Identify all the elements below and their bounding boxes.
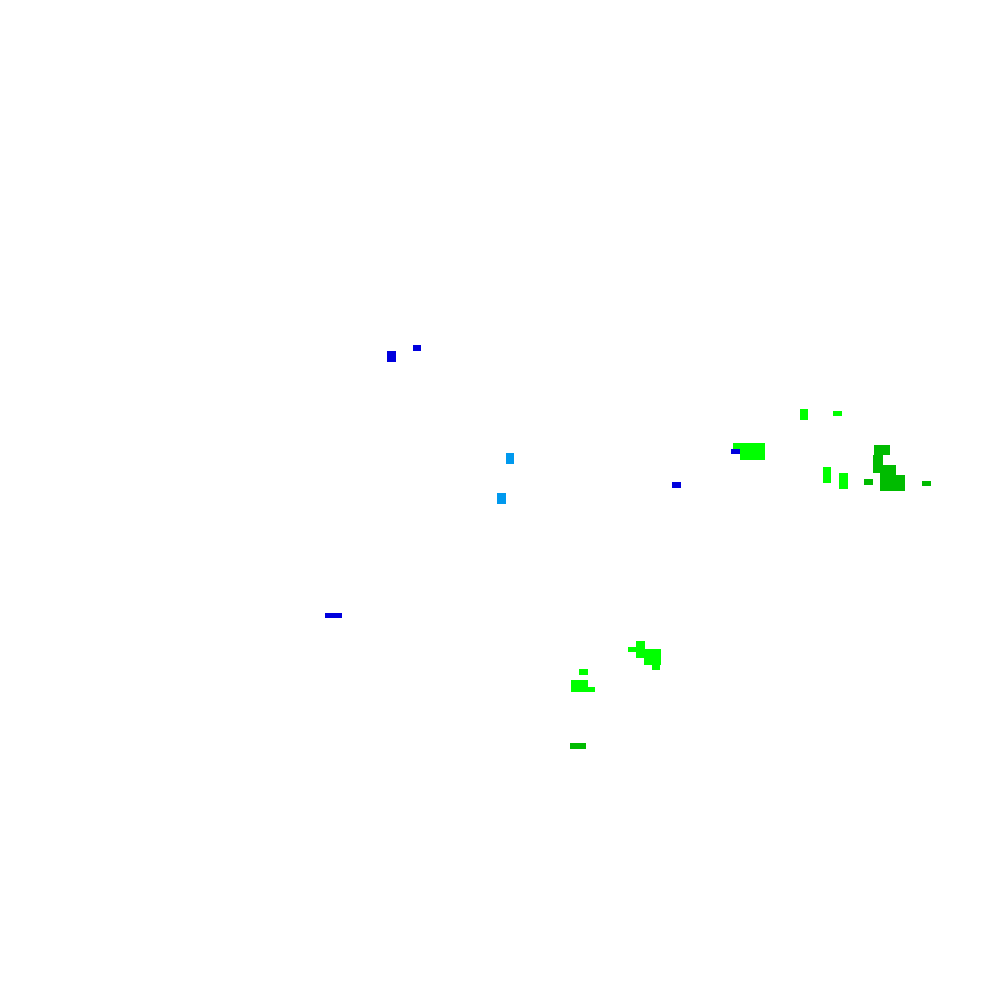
map-cell (636, 649, 661, 658)
central-blue-cell (672, 482, 681, 488)
map-cell (733, 443, 765, 451)
map-cell (880, 475, 905, 483)
map-cell (880, 465, 896, 475)
map-cell (873, 455, 883, 473)
south-green-cells (571, 641, 661, 692)
map-cell (644, 658, 661, 665)
east-green-cells (733, 409, 848, 489)
map-cell (672, 482, 681, 488)
map-cell (880, 483, 905, 491)
map-cell (823, 467, 831, 483)
map-cell (387, 351, 396, 362)
map-cell (325, 613, 342, 618)
east-blue-fleck (731, 449, 740, 454)
map-cell (570, 743, 586, 749)
map-cell (571, 680, 588, 687)
south-dark-green-cell (570, 743, 586, 749)
map-cell (497, 493, 506, 504)
map-cell (922, 481, 931, 486)
map-cell (833, 411, 842, 416)
southwest-blue-cell (325, 613, 342, 618)
map-cell (874, 445, 890, 455)
central-light-blue-cells (497, 453, 514, 504)
map-cell (571, 687, 595, 692)
map-cell (636, 641, 645, 649)
map-cell (413, 345, 421, 351)
northwest-blue-cells (387, 345, 421, 362)
far-east-dark-green-cells (864, 445, 931, 491)
map-cell (800, 409, 808, 420)
map-cell (628, 647, 637, 652)
map-cell (740, 451, 765, 460)
map-cell (731, 449, 740, 454)
map-cell (506, 453, 514, 464)
map-cell (864, 479, 873, 485)
map-cell (652, 665, 660, 670)
map-cell (579, 669, 588, 675)
map-cell (839, 473, 848, 489)
